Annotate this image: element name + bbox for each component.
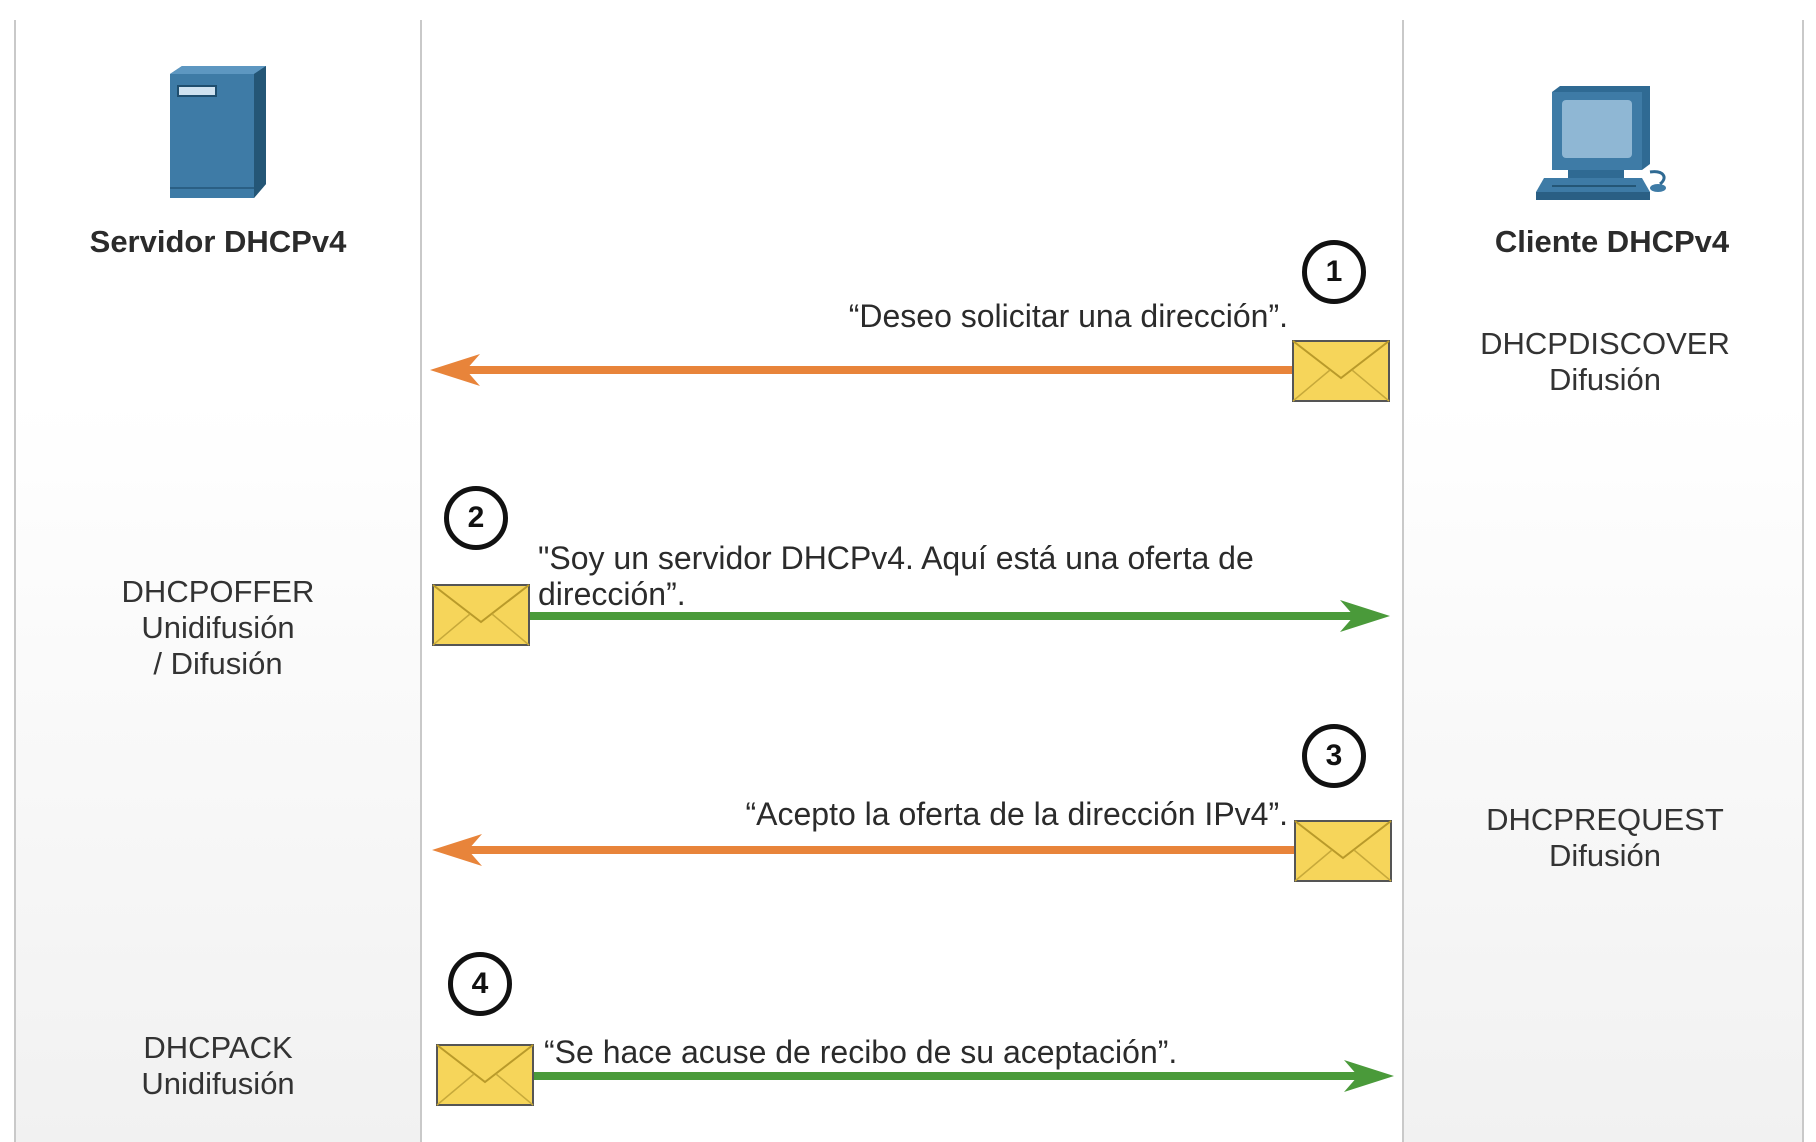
client-title: Cliente DHCPv4 bbox=[1494, 224, 1730, 259]
step-2-arrow bbox=[530, 600, 1390, 632]
lane-divider-left-edge bbox=[14, 20, 16, 1142]
computer-icon bbox=[1536, 86, 1666, 200]
step-3-arrow bbox=[432, 834, 1302, 866]
step-4-badge: 4 bbox=[448, 952, 512, 1016]
step-1-arrow bbox=[430, 354, 1300, 386]
step-1-type-line-2: Difusión bbox=[1549, 362, 1661, 397]
step-4-arrow bbox=[534, 1060, 1394, 1092]
step-1-type-line-1: DHCPDISCOVER bbox=[1480, 326, 1730, 361]
step-2-badge: 2 bbox=[444, 486, 508, 550]
step-1-envelope-icon bbox=[1292, 340, 1390, 402]
step-2-type-line-1: DHCPOFFER bbox=[121, 574, 315, 609]
lane-divider-right-edge bbox=[1802, 20, 1804, 1142]
lane-divider-client bbox=[1402, 20, 1404, 1142]
step-3-type-line-2: Difusión bbox=[1549, 838, 1661, 873]
step-4-envelope-icon bbox=[436, 1044, 534, 1106]
step-3-message: “Acepto la oferta de la dirección IPv4”. bbox=[745, 796, 1289, 832]
step-2-message: "Soy un servidor DHCPv4. Aquí está una o… bbox=[538, 540, 1254, 612]
step-1-badge: 1 bbox=[1302, 240, 1366, 304]
step-2-envelope-icon bbox=[432, 584, 530, 646]
lane-divider-server bbox=[420, 20, 422, 1142]
step-3-type-line-1: DHCPREQUEST bbox=[1486, 802, 1724, 837]
message-lane bbox=[422, 0, 1402, 1142]
step-3-envelope-icon bbox=[1294, 820, 1392, 882]
server-icon bbox=[170, 66, 266, 198]
step-4-message: “Se hace acuse de recibo de su aceptació… bbox=[544, 1034, 1178, 1070]
step-2-type-line-3: / Difusión bbox=[153, 646, 283, 681]
step-2-type-line-2: Unidifusión bbox=[141, 610, 295, 645]
step-4-type-line-2: Unidifusión bbox=[141, 1066, 295, 1101]
step-3-badge: 3 bbox=[1302, 724, 1366, 788]
server-title: Servidor DHCPv4 bbox=[89, 224, 347, 259]
step-1-message: “Deseo solicitar una dirección”. bbox=[848, 298, 1288, 334]
step-4-type-line-1: DHCPACK bbox=[143, 1030, 293, 1065]
